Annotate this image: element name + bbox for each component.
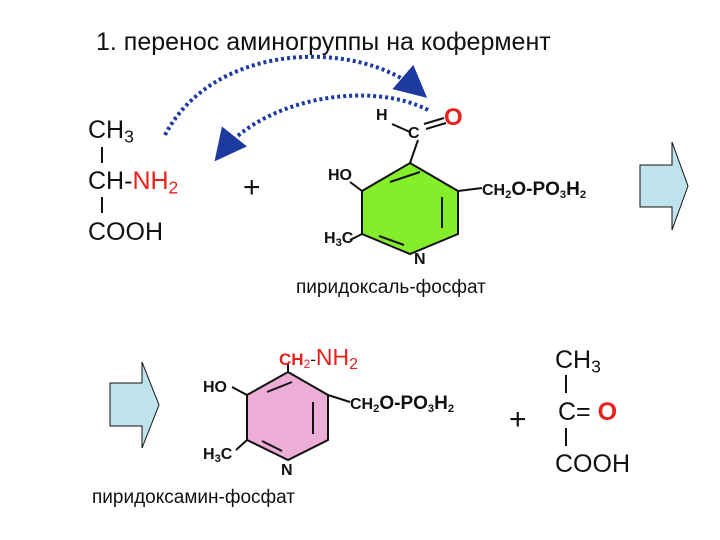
pyridoxal-n: N	[414, 251, 426, 268]
keto-cooh: COOH	[555, 450, 630, 478]
pyridoxal-h: H	[376, 107, 388, 124]
pyridoxamine-ring	[246, 370, 329, 462]
pyridoxamine-ho: HO	[203, 379, 227, 396]
pyridoxal-double-1	[389, 171, 421, 183]
pyridoxal-caption: пиридоксаль-фосфат	[296, 277, 486, 298]
plus-sign-1: +	[243, 171, 261, 204]
keto-ch3: CH3	[555, 346, 601, 377]
pyridoxal-ch2o-bond	[457, 187, 483, 192]
pyridoxal-o-bond-1	[423, 117, 445, 125]
pyridoxamine-n: N	[281, 462, 293, 479]
pyridoxamine-h3c-bond	[235, 439, 248, 451]
pyridoxamine-ho-bond	[231, 386, 248, 396]
pyridoxamine-ch2o-po3h2: CH2O-PO3H2	[350, 393, 455, 415]
dashed-arrow-to-coenzyme	[163, 54, 428, 136]
pyridoxal-h3c: H3C	[324, 230, 354, 249]
pyridoxal-ho: HO	[328, 167, 352, 184]
dashed-arrow-to-amino-acid	[214, 93, 429, 162]
pyridoxal-ch2o-po3h2: CH2O-PO3H2	[482, 179, 587, 201]
pyridoxal-h3c-bond	[349, 233, 363, 241]
pyridoxal-h-bond	[391, 123, 411, 133]
pyridoxal-ho-bond	[349, 181, 363, 192]
pyridoxamine-ch2o-bond	[327, 394, 351, 403]
amino-ch-nh2: CH-NH2	[88, 167, 179, 198]
pyridoxamine-ch2-nh2: CH2-NH2	[279, 344, 358, 373]
slide-title: 1. перенос аминогруппы на кофермент	[96, 28, 551, 56]
pyridoxamine-h3c: H3C	[203, 446, 233, 465]
amino-ch3: CH3	[88, 116, 134, 147]
plus-sign-2: +	[509, 403, 527, 436]
block-arrow-right	[639, 141, 689, 231]
pyridoxal-o: O	[444, 104, 463, 131]
pyridoxal-c: C	[408, 125, 420, 142]
block-arrow-left	[109, 361, 160, 449]
amino-cooh: COOH	[88, 218, 163, 246]
pyridoxal-c-bond	[409, 139, 419, 164]
pyridoxal-ring	[361, 161, 459, 256]
pyridoxal-double-3	[378, 235, 405, 246]
pyridoxamine-double-1	[266, 381, 293, 393]
keto-c-o: C= O	[558, 398, 618, 426]
pyridoxal-o-bond-2	[425, 122, 447, 130]
pyridoxamine-double-3	[261, 440, 283, 452]
pyridoxamine-caption: пиридоксамин-фосфат	[92, 487, 296, 508]
